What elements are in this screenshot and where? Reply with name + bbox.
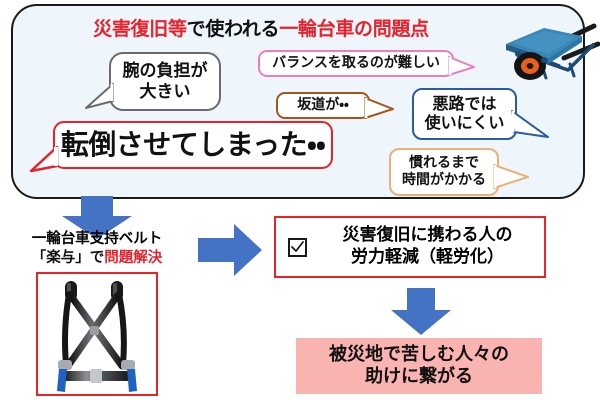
down-arrow-to-solution [62,196,132,239]
speech-bubble-tipped-over-line1: 転倒させてしまった・・ [60,128,326,162]
down-arrow-to-outcome [391,288,451,335]
outcome-text-line1: 被災地で苦しむ人々の [329,343,509,365]
speech-bubble-arm-burden-line1: 腕の負担が [122,61,208,82]
speech-bubble-slope: 坂道が・・ [276,92,394,119]
panel-title-part2: で使われる [186,18,280,40]
support-belt-harness-icon [57,281,137,392]
speech-bubble-balance: バランスを取るのが難しい [258,50,475,77]
problem-panel: 災害復旧等で使われる一輪台車の問題点 腕の負担が 大きい バランスを取るのが難し… [11,4,600,199]
speech-bubble-learning-time: 慣れるまで 時間がかかる [389,148,529,196]
solution-caption: 一輪台車支持ベルト 「楽与」で問題解決 [4,230,190,268]
speech-bubble-arm-burden: 腕の負担が 大きい [85,52,221,111]
speech-bubble-slope-line1: 坂道が・・ [297,97,349,114]
speech-bubble-tail-icon [85,83,114,109]
speech-bubble-tail-icon [364,97,394,119]
speech-bubble-tail-icon [493,164,529,189]
outcome-text-line2: 助けに繋がる [365,366,473,387]
speech-bubble-rough-road: 悪路では 使いにくい [412,88,549,140]
solution-caption-line2-black: 「楽与」で [31,249,105,266]
effect-text-line2: 労力軽減（軽労化） [351,247,504,267]
support-belt-photo [36,272,158,396]
panel-title-part1: 災害復旧等 [93,18,187,40]
panel-title-part3: 一輪台車の問題点 [279,18,429,40]
speech-bubble-balance-line1: バランスを取るのが難しい [272,55,440,72]
right-arrow-to-effect [198,224,262,276]
speech-bubble-tail-icon [29,145,59,173]
solution-caption-line2: 「楽与」で問題解決 [4,249,190,268]
speech-bubble-rough-road-line1: 悪路では [432,94,497,114]
solution-caption-line1: 一輪台車支持ベルト [31,231,163,247]
solution-caption-line2-red: 問題解決 [104,249,163,266]
panel-title: 災害復旧等で使われる一輪台車の問題点 [13,14,583,41]
effect-checkbox-icon [288,237,307,257]
speech-bubble-arm-burden-line2: 大きい [139,81,191,102]
effect-box: 災害復旧に携わる人の 労力軽減（軽労化） [274,216,546,278]
speech-bubble-learning-time-line1: 慣れるまで [409,155,479,172]
speech-bubble-tail-icon [511,110,549,138]
speech-bubble-tipped-over: 転倒させてしまった・・ [29,121,333,173]
check-icon [291,240,304,252]
wheelbarrow-icon [506,23,600,80]
effect-text-line1: 災害復旧に携わる人の [342,225,513,246]
speech-bubble-rough-road-line2: 使いにくい [424,113,505,132]
speech-bubble-tail-icon [448,56,475,76]
effect-text: 災害復旧に携わる人の 労力軽減（軽労化） [311,225,544,269]
outcome-box: 被災地で苦しむ人々の 助けに繋がる [296,338,542,394]
speech-bubble-learning-time-line2: 時間がかかる [402,172,486,188]
